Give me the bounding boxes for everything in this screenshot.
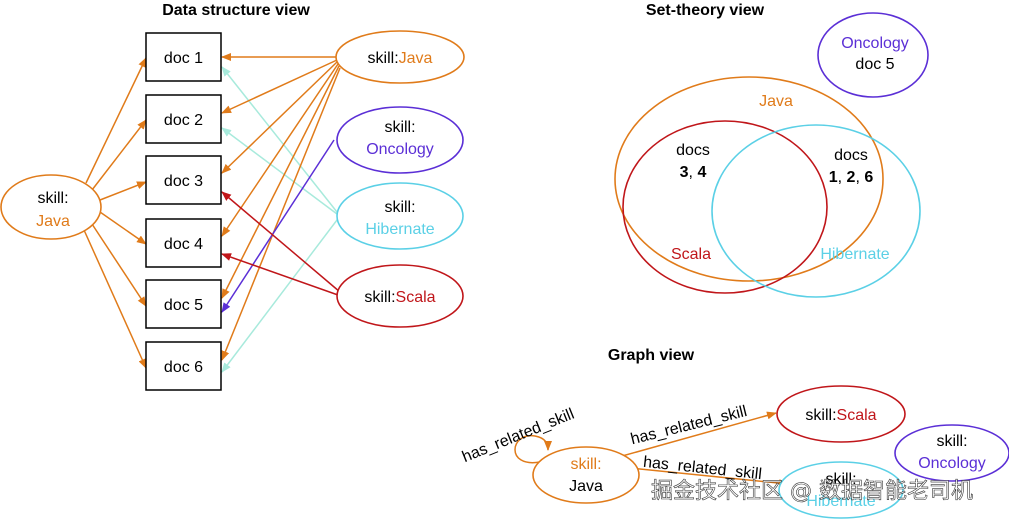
skill-oncology-prefix: skill:	[384, 119, 415, 136]
skill-oncology-value: Oncology	[366, 141, 434, 158]
graph-hibernate-value: Hibernate	[806, 493, 875, 510]
edge-java-self-loop	[514, 435, 552, 464]
edge-java-left-doc3	[99, 181, 147, 201]
edge-scala-doc3	[221, 191, 341, 293]
skill-hibernate-prefix: skill:	[384, 199, 415, 216]
edge-java-right-doc6	[221, 67, 341, 361]
edge-hibernate-doc2	[221, 127, 338, 215]
java-set-label: Java	[759, 93, 793, 110]
graph-hibernate-prefix: skill:	[825, 471, 856, 488]
java-scala-intersection: docs 3, 4	[676, 142, 710, 181]
edge-hibernate-doc6	[221, 219, 338, 373]
edge-hibernate-doc1	[221, 66, 338, 213]
set-theory-view-title: Set-theory view	[646, 2, 765, 19]
java-set	[614, 76, 884, 282]
edge-java-left-doc4	[99, 211, 147, 245]
doc-4: doc 4	[145, 218, 222, 268]
edge-java-scala	[614, 411, 777, 459]
skill-scala-value: Scala	[396, 289, 436, 306]
skill-java-prefix: skill:	[368, 50, 399, 67]
doc-3-label: doc 3	[164, 173, 203, 190]
skill-hibernate-value: Hibernate	[365, 221, 434, 238]
graph-hibernate-node: skill: Hibernate	[778, 461, 904, 519]
edge-java-right-doc4	[221, 63, 339, 237]
data-structure-view-title: Data structure view	[162, 2, 310, 19]
skill-java-node: skill:Java	[335, 30, 465, 84]
graph-scala-node: skill:Scala	[776, 385, 906, 443]
oncology-set-doc: doc 5	[855, 56, 894, 73]
skill-java-source-value: Java	[36, 213, 70, 230]
doc-2: doc 2	[145, 94, 222, 144]
java-hibernate-intersection: docs 1, 2, 6	[829, 147, 874, 186]
graph-scala-value: Scala	[837, 407, 877, 424]
skill-scala-node: skill:Scala	[336, 264, 464, 328]
scala-set-label: Scala	[671, 246, 711, 263]
edge-oncology-doc5	[221, 139, 335, 313]
edge-java-left-doc6	[83, 229, 147, 369]
left-docs-word: docs	[676, 142, 710, 159]
graph-scala-prefix: skill:	[805, 407, 836, 424]
edge-java-left-doc1	[85, 57, 147, 184]
skill-java-source-prefix: skill:	[37, 190, 68, 207]
right-docs-word: docs	[834, 147, 868, 164]
skill-scala-prefix: skill:	[364, 289, 395, 306]
left-docs-numbers: 3, 4	[680, 164, 707, 181]
skill-java-source-node: skill: Java	[0, 174, 102, 240]
graph-java-node: skill: Java	[532, 446, 640, 504]
doc-3: doc 3	[145, 155, 222, 205]
doc-6: doc 6	[145, 341, 222, 391]
edge-java-hibernate	[629, 467, 789, 488]
hibernate-set-label: Hibernate	[820, 246, 889, 263]
doc-5: doc 5	[145, 279, 222, 329]
edge-scala-doc4	[221, 253, 339, 296]
scala-set	[622, 120, 828, 294]
skill-scala-label: skill:Scala	[364, 289, 435, 306]
edge-java-right-doc5	[221, 65, 340, 299]
edge-java-left-doc2	[91, 119, 147, 191]
doc-1-label: doc 1	[164, 50, 203, 67]
graph-oncology-node: skill: Oncology	[894, 424, 1009, 482]
skill-oncology-node: skill: Oncology	[336, 106, 464, 174]
hibernate-set	[711, 124, 921, 298]
graph-view-title: Graph view	[608, 347, 695, 364]
graph-java-prefix: skill:	[570, 456, 601, 473]
edge-java-right-doc2	[221, 59, 338, 114]
graph-scala-label: skill:Scala	[805, 407, 876, 424]
skill-java-label: skill:Java	[368, 50, 433, 67]
doc-4-label: doc 4	[164, 236, 203, 253]
data-structure-edges	[83, 53, 341, 373]
doc-1: doc 1	[145, 32, 222, 82]
doc-6-label: doc 6	[164, 359, 203, 376]
venn-sets	[614, 76, 921, 298]
skill-java-value: Java	[399, 50, 433, 67]
oncology-set-label: Oncology	[841, 35, 909, 52]
skill-hibernate-node: skill: Hibernate	[336, 182, 464, 250]
doc-5-label: doc 5	[164, 297, 203, 314]
right-docs-numbers: 1, 2, 6	[829, 169, 874, 186]
edge-java-left-doc5	[91, 223, 147, 307]
graph-oncology-value: Oncology	[918, 455, 986, 472]
doc-2-label: doc 2	[164, 112, 203, 129]
edge-java-right-doc3	[221, 61, 338, 174]
graph-java-value: Java	[569, 478, 603, 495]
oncology-set: Oncology doc 5	[817, 12, 929, 98]
watermark-text: 掘金技术社区 @ 数据智能老司机	[651, 479, 973, 504]
graph-oncology-prefix: skill:	[936, 433, 967, 450]
